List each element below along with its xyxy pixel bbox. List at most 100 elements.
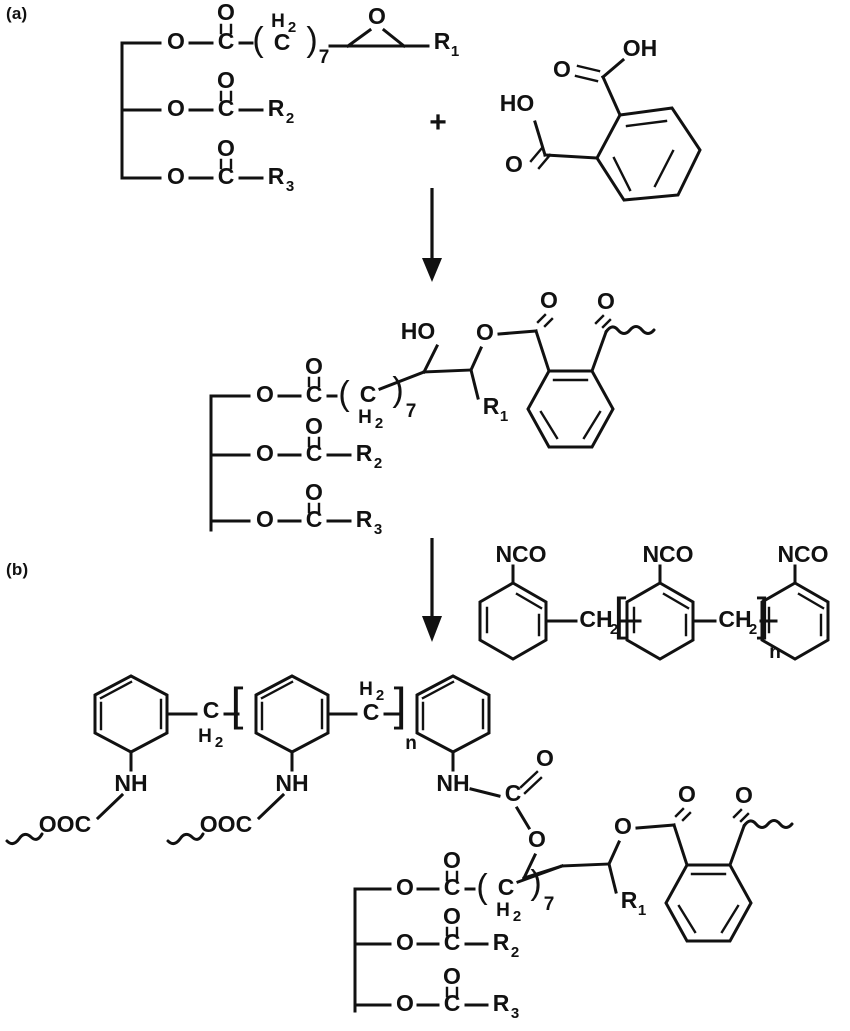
double-bond-c-o-3 xyxy=(307,502,321,514)
chain-carbon-atom: C xyxy=(274,29,291,55)
benzene-ring-2 xyxy=(625,581,695,661)
bond-ring-cooh-top xyxy=(601,75,622,117)
carbonyl-oxygen-atom: O xyxy=(305,353,323,379)
bond-o-chain xyxy=(521,852,538,881)
terminal-group-r1: R xyxy=(621,887,638,913)
benzene-ring-2 xyxy=(254,674,330,754)
benzene-inner-bonds-2 xyxy=(632,592,690,637)
terminal-subscript-3: 3 xyxy=(511,1005,519,1022)
carbonyl-oxygen-atom: O xyxy=(443,963,461,989)
chain-hydrogen-atom: H xyxy=(496,900,510,921)
terminal-subscript-1: 1 xyxy=(500,408,508,425)
epoxide-oxygen-atom: O xyxy=(368,3,386,29)
benzene-ring-3 xyxy=(760,581,830,661)
benzene-ring xyxy=(664,863,753,943)
ester-oxygen-atom: O xyxy=(256,506,274,532)
bond-c-o-ester xyxy=(469,346,483,372)
carbonyl-oxygen-atom: O xyxy=(443,847,461,873)
bond-c-ho-left xyxy=(533,120,547,157)
chain-hydrogen-subscript: 2 xyxy=(513,908,521,925)
panel-label-a: (a) xyxy=(6,4,28,23)
double-bond-c-o-1 xyxy=(445,870,459,882)
benzene-inner-bonds-2 xyxy=(260,680,324,731)
benzene-ring xyxy=(595,106,702,202)
benzene-inner-bonds-1 xyxy=(99,680,163,731)
benzene-ring-1 xyxy=(478,581,548,661)
terminal-group-r2: R xyxy=(493,929,510,955)
bond-carbonyl-ring xyxy=(672,823,689,867)
benzene-inner-bonds xyxy=(677,872,740,934)
bond-c-r1 xyxy=(607,862,618,894)
arrow-head xyxy=(422,258,442,282)
ester-oxygen-atom: O xyxy=(167,95,185,121)
chain-hydrogen-atom: H xyxy=(271,11,285,32)
chain-repeat-subscript: 7 xyxy=(406,401,417,422)
terminal-subscript-3: 3 xyxy=(286,178,294,195)
ester-oxygen-atom: O xyxy=(614,813,632,839)
carbonyl-carbon-atom: C xyxy=(218,28,235,54)
double-bond-c-o-2 xyxy=(732,808,750,823)
paren-open: ( xyxy=(252,21,264,59)
double-bond-c-o-1 xyxy=(307,376,321,388)
terminal-subscript-3: 3 xyxy=(374,521,382,538)
panel-label-b: (b) xyxy=(6,560,29,579)
carbonyl-oxygen-atom: O xyxy=(217,135,235,161)
bond-ring-carbonyl-2 xyxy=(728,824,746,867)
terminal-group-r3: R xyxy=(493,990,510,1016)
bridge-carbon-atom: C xyxy=(363,699,380,725)
ester-oxygen-atom: O xyxy=(256,381,274,407)
methylene-bridge-ch2: CH xyxy=(718,606,751,632)
double-bond-c-o-2 xyxy=(307,436,321,448)
terminal-group-r3: R xyxy=(356,506,373,532)
bond-o-carbonyl xyxy=(497,329,538,336)
carbonyl-oxygen-atom: O xyxy=(553,56,571,82)
plus-sign: + xyxy=(429,106,447,139)
double-bond-c-o-2 xyxy=(594,314,612,329)
carbonyl-oxygen-atom: O xyxy=(217,0,235,25)
wavy-bond-open-valence xyxy=(742,819,794,829)
hydroxyl-group-ho: HO xyxy=(500,90,535,116)
bridge-hydrogen-subscript: 2 xyxy=(376,687,384,704)
bond-c-o-ester xyxy=(607,840,621,866)
chain-repeat-subscript: 7 xyxy=(544,894,555,915)
double-bond-c-o-2 xyxy=(219,90,233,102)
terminal-subscript-2: 2 xyxy=(286,110,294,127)
phthalic-acid-structure: OH O HO O xyxy=(500,35,702,202)
chain-hydrogen-subscript: 2 xyxy=(375,415,383,432)
wavy-bond-open-valence xyxy=(604,325,656,335)
methylene-subscript: 2 xyxy=(749,621,757,638)
carbamate-ooc-group: OOC xyxy=(200,811,252,837)
terminal-subscript-1: 1 xyxy=(451,43,459,60)
double-bond-c-o-urethane xyxy=(519,770,543,795)
bond-nh-ooc-2 xyxy=(256,792,286,821)
terminal-group-r3: R xyxy=(268,163,285,189)
ester-oxygen-atom: O xyxy=(396,990,414,1016)
terminal-group-r1: R xyxy=(434,28,451,54)
reaction-arrow-1 xyxy=(422,188,442,282)
bridge-hydrogen-subscript: 2 xyxy=(215,734,223,751)
double-bond-c-o-left xyxy=(529,146,552,170)
bridge-hydrogen-atom: H xyxy=(198,726,212,747)
terminal-group-r2: R xyxy=(268,95,285,121)
benzene-inner-bonds-3 xyxy=(767,592,825,637)
terminal-subscript-2: 2 xyxy=(511,944,519,961)
carbonyl-oxygen-atom: O xyxy=(597,288,615,314)
ester-oxygen-atom: O xyxy=(167,163,185,189)
reaction-arrow-2 xyxy=(422,538,442,642)
double-bond-c-o-top xyxy=(574,64,601,83)
epoxidized-triglyceride-structure: O C O ( C H 2 ) 7 O R 1 O C O R 2 O C O xyxy=(120,0,459,195)
paren-close: ) xyxy=(306,21,317,59)
paren-open: ( xyxy=(476,868,488,906)
epoxide-ring xyxy=(345,27,407,49)
bracket-open: [ xyxy=(231,678,244,730)
terminal-group-r2: R xyxy=(356,440,373,466)
bond-carbonyl-ring xyxy=(534,329,551,373)
hydroxyl-group-oh: OH xyxy=(623,35,658,61)
bond-c-c xyxy=(422,368,473,374)
benzene-ring-3 xyxy=(415,674,491,754)
intermediate-structure: O C O ( C H 2 ) 7 HO O R 1 O O O xyxy=(209,287,656,538)
paren-open: ( xyxy=(338,375,350,413)
bond-ring-carbonyl-2 xyxy=(590,330,608,373)
benzene-ring xyxy=(526,369,615,449)
